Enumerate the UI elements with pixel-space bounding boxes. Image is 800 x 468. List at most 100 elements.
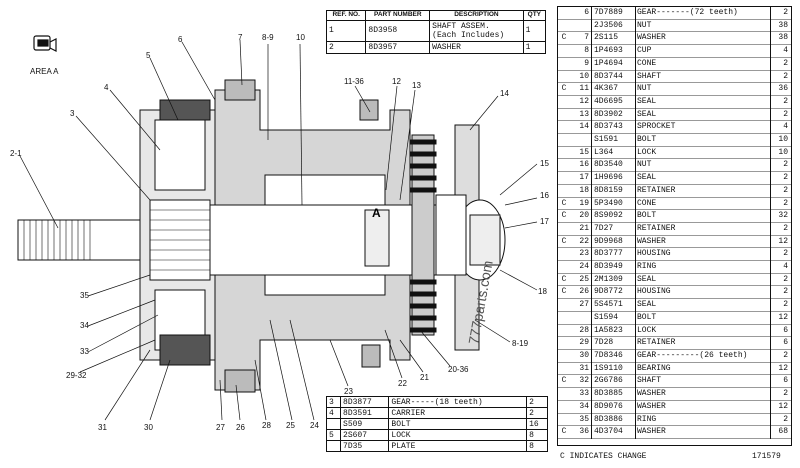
input-shaft [17,219,159,261]
part-number-cell: 8D8159 [591,184,636,198]
description-cell: GEAR---------(26 teeth) [635,349,771,363]
callout: 14 [500,89,509,98]
part-number-cell: 1P4693 [591,44,636,58]
part-number-cell: 7D28 [591,336,636,350]
part-number-cell: S1591 [591,133,636,147]
description-cell: CARRIER [388,407,528,419]
description-cell: SEAL [635,298,771,312]
part-number-cell: 8D3591 [340,407,390,419]
change-flag-cell [558,261,570,274]
part-number-cell: 5S4571 [591,298,636,312]
change-flag-cell [558,172,570,185]
part-number-cell: 4K367 [591,82,636,96]
ref-cell: 5 [325,429,342,441]
change-flag-cell [558,7,570,19]
col-header-part-number: PART NUMBER [365,10,431,21]
part-number-cell: S1594 [591,311,636,325]
ref-cell: 24 [570,260,592,274]
qty-cell: 16 [526,418,548,430]
callout: 29-32 [66,371,87,380]
description-cell: SHAFT ASSEM.(Each Includes) [429,19,524,42]
change-flag-cell [558,57,570,70]
col-header-description: DESCRIPTION [429,10,524,21]
callout: 10 [296,33,305,42]
description-cell: SHAFT [635,70,771,83]
ref-cell: 2 [325,40,367,54]
ref-cell: 1 [325,19,367,42]
change-flag-cell [558,159,570,172]
callout: 8-19 [512,339,529,348]
ref-cell [325,418,342,430]
description-cell: SHAFT [635,374,771,388]
callout: 13 [412,81,421,90]
ref-cell: 13 [570,108,592,121]
change-flag-cell: C [561,427,567,437]
qty-cell: 32 [778,211,788,221]
ref-cell: 26 [570,285,592,299]
qty-cell: 2 [783,58,788,68]
ref-cell: 10 [570,70,592,83]
part-number-cell: 1H9696 [591,171,636,185]
callout: 11-36 [344,77,364,86]
part-number-cell: 8S9092 [591,209,636,223]
part-number-cell: 8D3885 [591,387,636,401]
ref-cell: 22 [570,235,592,248]
callout: 26 [236,423,245,432]
callout: 4 [104,83,109,92]
ref-cell: 23 [570,247,592,261]
leader-lines [19,39,538,421]
qty-cell: 1 [522,40,547,54]
change-flag-cell: C [561,211,567,221]
change-flag-cell [558,146,570,159]
description-cell: RETAINER [635,336,771,350]
change-flag-cell [558,362,570,375]
callout: 22 [398,379,407,388]
part-number-cell: 8D3744 [591,70,636,83]
change-flag-cell: C [561,84,567,94]
part-number-cell: S509 [340,418,390,430]
part-number-cell: L364 [591,146,636,159]
ref-cell: 9 [570,57,592,71]
qty-cell: 10 [778,147,788,157]
ref-cell: 34 [570,400,592,413]
large-gear [435,124,506,351]
qty-cell: 2 [783,287,788,297]
illustration-code: 171579 [752,452,781,461]
part-number-cell: 4D3704 [591,425,636,439]
callout: 6 [178,35,183,44]
ref-cell: 29 [570,336,592,350]
description-cell: RING [635,413,771,426]
change-flag-cell [558,400,570,413]
description-cell: GEAR-----(18 teeth) [388,396,528,408]
part-number-cell: 7D7889 [591,7,636,20]
description-cell: WASHER [635,400,771,413]
exploded-drawing: A 777parts.com [10,33,549,432]
part-number-cell: 8D3777 [591,247,636,261]
change-note: C INDICATES CHANGE [560,452,647,461]
qty-cell: 4 [783,46,788,56]
ref-cell: 27 [570,298,592,312]
qty-cell: 2 [783,198,788,208]
qty-cell: 8 [526,440,548,452]
callout: 5 [146,51,151,60]
section-letter: A [372,206,381,220]
part-number-cell: 1S9110 [591,362,636,375]
area-a-icon [33,35,57,52]
description-cell: NUT [635,158,771,172]
qty-cell: 1 [522,19,547,42]
change-flag-cell: C [561,33,567,43]
